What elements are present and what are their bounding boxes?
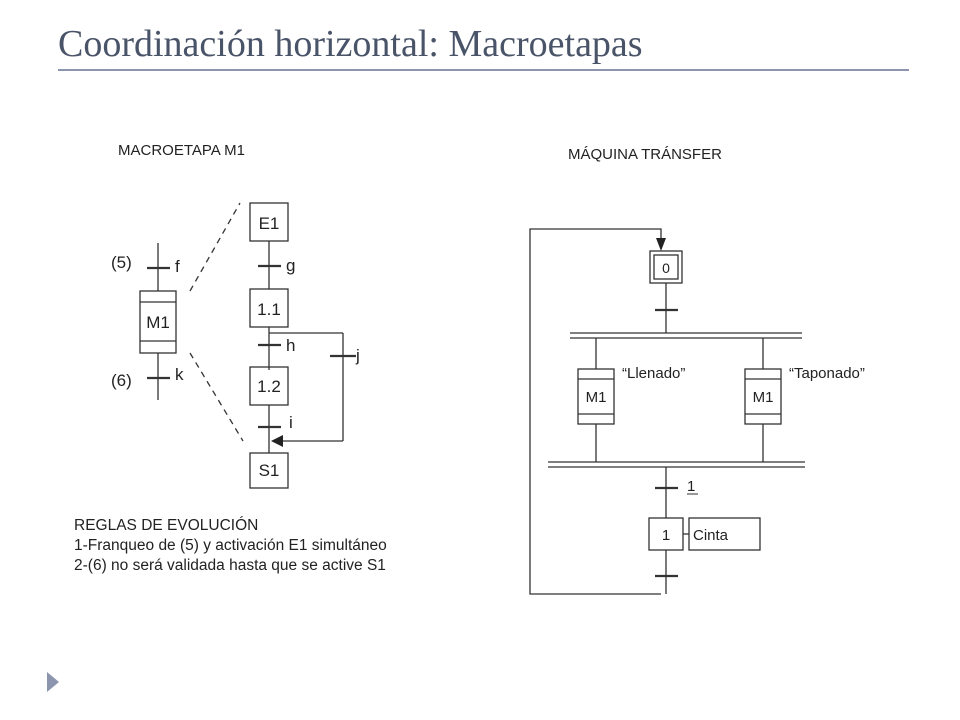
- arrow-into-step0: [656, 238, 666, 251]
- transition-g-label: g: [286, 256, 295, 275]
- action-cinta-box: [688, 517, 761, 551]
- title-divider: [58, 69, 909, 71]
- rule-1: 1-Franqueo de (5) y activación E1 simult…: [74, 537, 387, 554]
- evolution-rules: REGLAS DE EVOLUCIÓN 1-Franqueo de (5) y …: [74, 516, 387, 576]
- step-1-label: 1: [662, 527, 670, 544]
- step-e1-label: E1: [259, 214, 280, 233]
- transition-i-label: i: [289, 413, 293, 432]
- rules-heading: REGLAS DE EVOLUCIÓN: [74, 517, 259, 534]
- step-s1-box: [249, 452, 289, 489]
- macro-step-label: M1: [146, 313, 170, 332]
- arrow-into-s1: [271, 435, 283, 447]
- page-title: Coordinación horizontal: Macroetapas: [58, 23, 643, 65]
- bullet-arrow-icon: [47, 672, 59, 692]
- expansion-line-bottom: [189, 352, 244, 442]
- rule-2: 2-(6) no será validada hasta que se acti…: [74, 557, 386, 574]
- transition-1-label: 1: [687, 478, 695, 495]
- step-s1-label: S1: [259, 461, 280, 480]
- initial-step-label: 0: [662, 260, 670, 276]
- macro-out-label: k: [175, 365, 184, 384]
- macroetapa-heading: MACROETAPA M1: [118, 142, 245, 159]
- step-1-2-label: 1.2: [257, 377, 281, 396]
- maquina-transfer-heading: MÁQUINA TRÁNSFER: [568, 146, 722, 163]
- macro-right-note: “Taponado”: [789, 365, 865, 382]
- action-cinta-label: Cinta: [693, 527, 729, 544]
- macro-in-number: (5): [111, 253, 132, 272]
- macro-right-label: M1: [753, 389, 774, 406]
- macro-left-note: “Llenado”: [622, 365, 685, 382]
- macro-in-label: f: [175, 257, 180, 276]
- step-1-1-label: 1.1: [257, 300, 281, 319]
- macro-left-label: M1: [586, 389, 607, 406]
- loop-back-line: [529, 228, 662, 595]
- transition-j-label: j: [355, 346, 360, 365]
- initial-step-inner: [653, 254, 679, 280]
- transition-h-label: h: [286, 336, 295, 355]
- macro-out-number: (6): [111, 371, 132, 390]
- expansion-line-top: [189, 202, 241, 292]
